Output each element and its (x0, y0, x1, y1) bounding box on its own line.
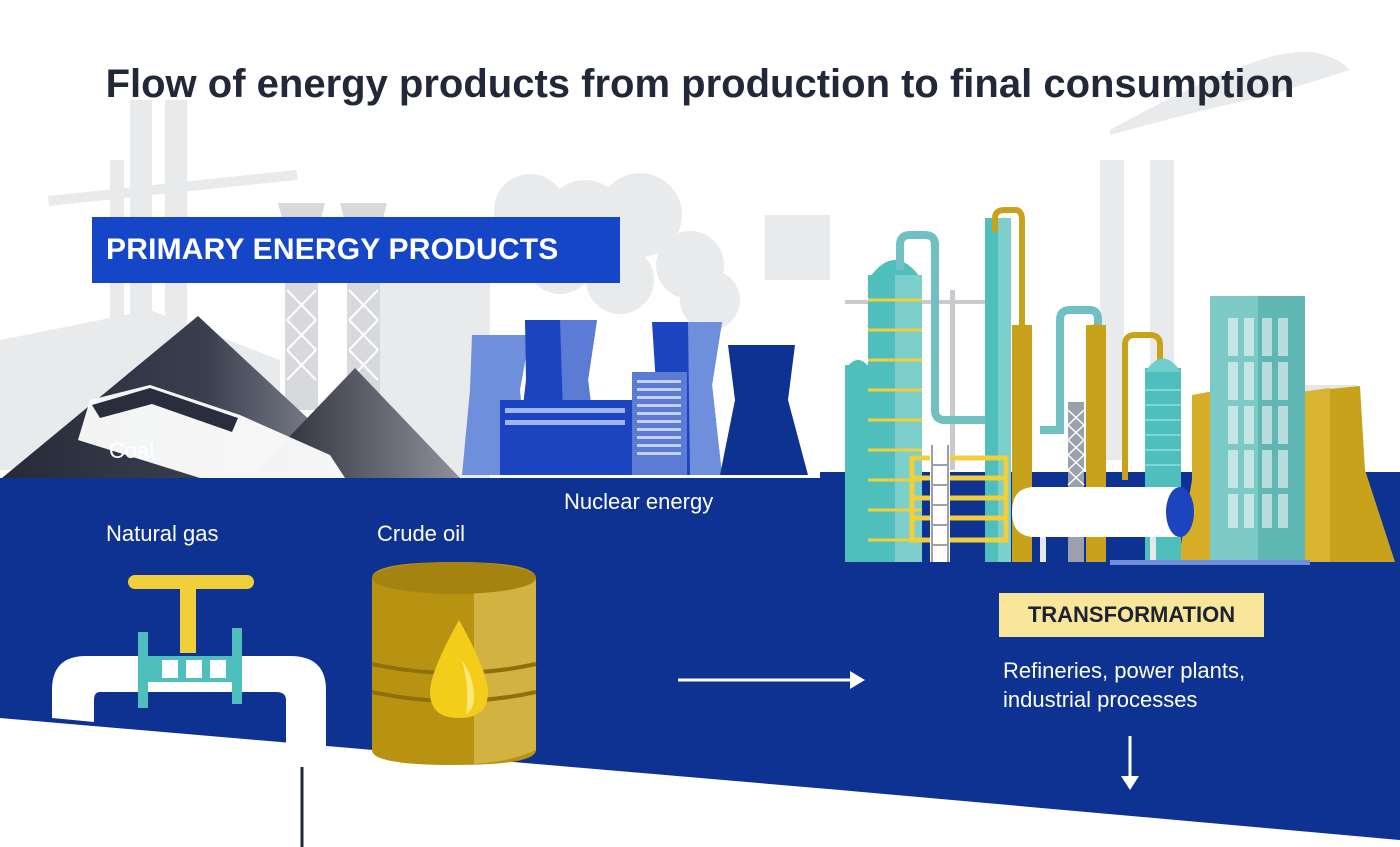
nuclear-plant-illustration (462, 320, 808, 475)
primary-energy-heading-text: PRIMARY ENERGY PRODUCTS (106, 233, 559, 266)
transformation-heading-text: TRANSFORMATION (1027, 602, 1236, 627)
label-crude-oil: Crude oil (377, 521, 466, 546)
label-natural-gas: Natural gas (106, 521, 219, 546)
flow-arrow-right (678, 671, 865, 689)
transformation-description-line-1: Refineries, power plants, (1003, 658, 1246, 683)
flow-arrow-down (1121, 736, 1139, 790)
navy-ground (0, 472, 1400, 840)
primary-energy-heading: PRIMARY ENERGY PRODUCTS (92, 217, 620, 283)
oil-barrel-illustration (371, 562, 537, 765)
coal-pile-illustration (2, 316, 460, 478)
gas-valve-illustration (52, 575, 326, 847)
label-nuclear-energy: Nuclear energy (564, 489, 714, 514)
transformation-heading: TRANSFORMATION (999, 593, 1264, 637)
refinery-illustration (845, 207, 1395, 565)
transformation-description: Refineries, power plants, industrial pro… (1003, 656, 1245, 714)
transformation-description-line-2: industrial processes (1003, 687, 1198, 712)
page-title: Flow of energy products from production … (105, 62, 1295, 106)
label-coal: Coal (109, 438, 155, 463)
